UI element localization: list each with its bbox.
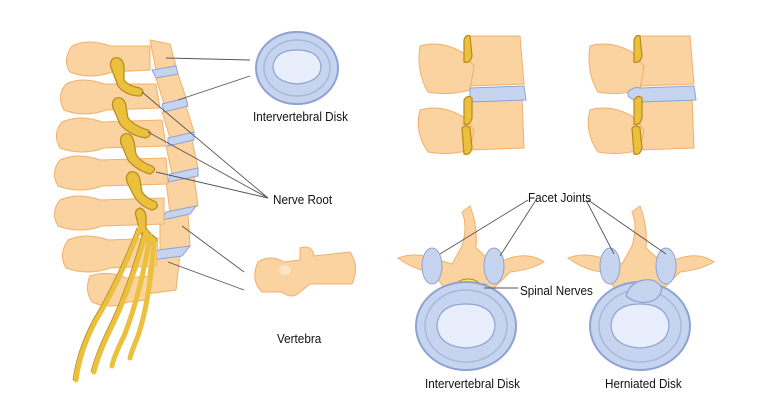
label-herniated-disk: Herniated Disk (605, 376, 682, 391)
label-intervertebral-disk-top: Intervertebral Disk (253, 109, 348, 124)
label-vertebra: Vertebra (277, 331, 322, 346)
leader-lines-right (439, 199, 667, 289)
spine-segment-normal (417, 34, 527, 155)
intervertebral-disk-top-view (255, 31, 339, 105)
label-intervertebral-disk-bottom: Intervertebral Disk (425, 376, 520, 391)
disk-herniation (625, 279, 663, 303)
label-nerve-root: Nerve Root (273, 192, 333, 207)
spine-side-view (54, 39, 199, 383)
cauda-equina-outline (72, 227, 144, 381)
vertebra-side-view (254, 246, 356, 297)
vertebra-top-view-normal (396, 205, 545, 371)
spine-segment-herniated (587, 34, 697, 155)
side-view-disks (151, 65, 199, 261)
label-spinal-nerves: Spinal Nerves (520, 283, 593, 298)
label-facet-joints: Facet Joints (528, 190, 592, 205)
vertebra-top-view-herniated (566, 205, 715, 371)
cauda-equina (73, 225, 157, 383)
leader-lines-left (141, 57, 269, 291)
